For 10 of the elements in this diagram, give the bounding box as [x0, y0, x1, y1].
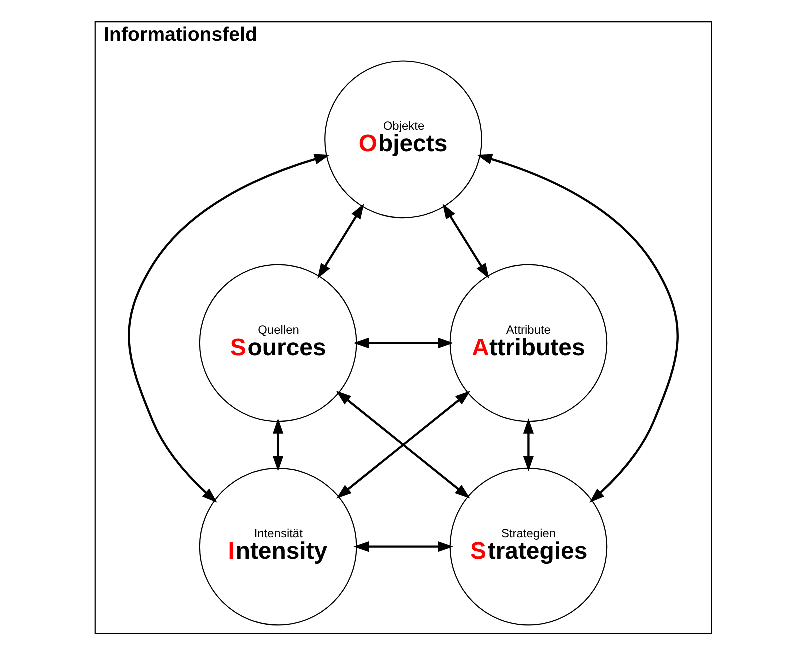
arrow	[442, 203, 489, 278]
arrow	[522, 418, 534, 471]
arrow	[272, 418, 284, 471]
arrow	[476, 154, 678, 502]
arrow	[128, 154, 330, 502]
arrow	[353, 337, 454, 348]
arrow	[353, 541, 454, 552]
arrow	[317, 203, 364, 278]
node-circle: Strategien Strategies	[449, 467, 608, 626]
node-circle: Intensität Intensity	[198, 467, 357, 626]
